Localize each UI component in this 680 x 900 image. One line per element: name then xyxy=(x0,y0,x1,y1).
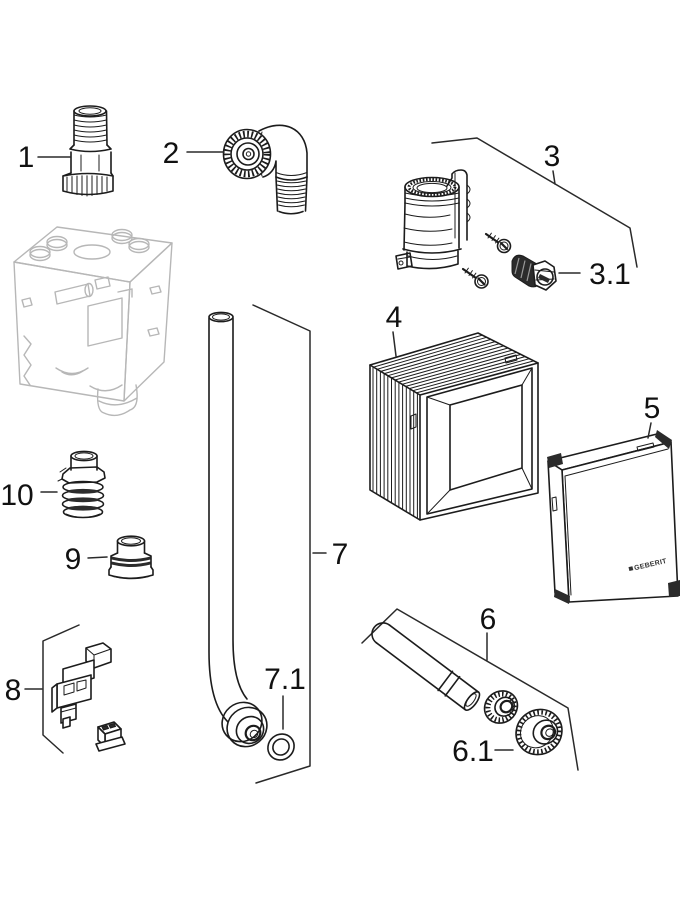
part-8-mounting-bracket xyxy=(51,642,112,729)
part-2-elbow-fitting xyxy=(222,124,308,215)
callout-3-label: 3 xyxy=(544,140,561,173)
part-9-reducer-bushing xyxy=(108,535,154,580)
corner-pad xyxy=(668,580,680,597)
callout-9-label: 9 xyxy=(65,543,82,576)
callout-7-1-label: 7.1 xyxy=(264,663,306,696)
part-3-flush-valve xyxy=(395,169,471,270)
corner-pad xyxy=(554,589,570,604)
part-6-extension-tube xyxy=(371,622,481,711)
part-3-1-connection-nipple xyxy=(511,254,557,291)
part-5-cover-plate: GEBERIT xyxy=(547,430,680,604)
callout-8-label: 8 xyxy=(5,674,22,707)
part-6-1-union-nut xyxy=(515,708,563,756)
callout-1-label: 1 xyxy=(18,141,35,174)
bracket-line-7 xyxy=(252,304,311,784)
part-4-protection-box xyxy=(369,332,539,521)
part-6-seal-nut xyxy=(483,690,519,724)
bracket-line-8 xyxy=(42,624,80,754)
corner-pad xyxy=(655,430,672,449)
leader-line-9 xyxy=(87,556,108,559)
callout-5-label: 5 xyxy=(644,392,661,425)
bracket-line-6 xyxy=(361,608,579,771)
callout-10-label: 10 xyxy=(0,479,33,512)
corner-pad xyxy=(547,453,563,468)
callout-6-1-label: 6.1 xyxy=(452,735,494,768)
callout-3-1-label: 3.1 xyxy=(589,258,631,291)
callout-2-label: 2 xyxy=(163,137,180,170)
leader-line-5 xyxy=(647,422,652,439)
bracket-line-3 xyxy=(431,137,638,268)
callout-4-label: 4 xyxy=(386,301,403,334)
leader-line-3 xyxy=(552,170,556,185)
part-10-bellows-insert xyxy=(57,450,106,519)
part-3-screws xyxy=(461,232,512,289)
callout-7-label: 7 xyxy=(332,538,349,571)
leader-line-4 xyxy=(392,331,397,357)
part-7-1-o-ring xyxy=(267,733,295,761)
part-7-flush-pipe xyxy=(208,311,268,748)
phantom-mounting-box xyxy=(13,226,173,417)
part-1-supply-connector xyxy=(62,105,114,197)
callout-6-label: 6 xyxy=(480,603,497,636)
part-8-small-clip xyxy=(95,721,126,752)
